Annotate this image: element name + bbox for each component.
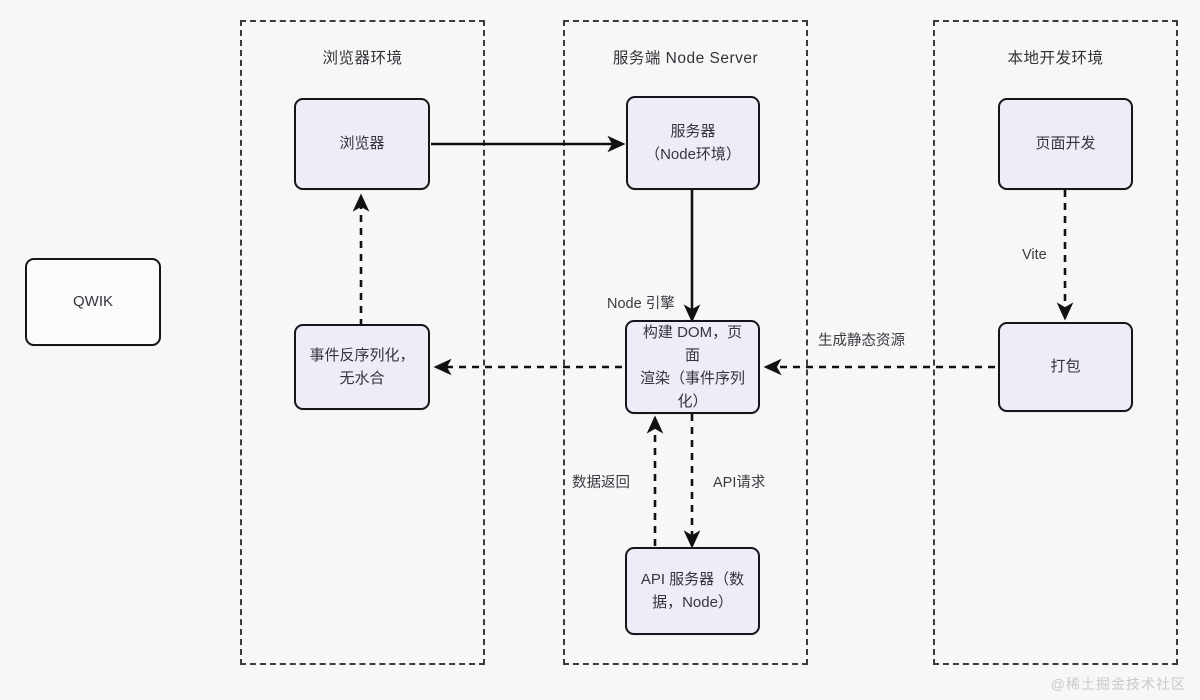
node-dom-line1: 构建 DOM，页面 <box>642 323 743 364</box>
node-server-label: 服务器 （Node环境） <box>637 120 749 167</box>
watermark: @稀土掘金技术社区 <box>1050 676 1186 692</box>
edge-label-data-return: 数据返回 <box>572 475 630 491</box>
node-qwik-label: QWIK <box>73 293 113 311</box>
node-server[interactable]: 服务器 （Node环境） <box>626 96 760 190</box>
node-browser-label: 浏览器 <box>339 135 385 153</box>
zone-server-title: 服务端 Node Server <box>612 50 759 67</box>
node-dom-line2: 渲染（事件序列 <box>639 370 745 387</box>
zone-server-environment: 服务端 Node Server <box>563 20 808 665</box>
zone-local-dev-environment: 本地开发环境 <box>933 20 1178 665</box>
zone-browser-title: 浏览器环境 <box>322 50 403 67</box>
node-event-deserialization-label: 事件反序列化， 无水合 <box>305 344 419 391</box>
node-event-deserialization[interactable]: 事件反序列化， 无水合 <box>294 324 430 410</box>
edge-label-vite: Vite <box>1022 247 1047 263</box>
zone-local-title: 本地开发环境 <box>1007 50 1104 67</box>
node-deserialize-line1: 事件反序列化， <box>309 346 415 364</box>
node-bundle-label: 打包 <box>1050 358 1081 376</box>
node-api-server-label: API 服务器（数 据，Node） <box>636 568 749 615</box>
node-api-line2: 据，Node） <box>652 594 733 611</box>
zone-browser-environment: 浏览器环境 <box>240 20 485 665</box>
node-deserialize-line2: 无水合 <box>339 370 385 387</box>
node-qwik[interactable]: QWIK <box>25 258 161 346</box>
edge-label-api-request: API请求 <box>713 475 766 491</box>
node-server-line1: 服务器 <box>670 122 716 140</box>
node-browser[interactable]: 浏览器 <box>294 98 430 190</box>
node-api-line1: API 服务器（数 <box>640 570 745 588</box>
node-server-line2: （Node环境） <box>645 146 741 163</box>
edge-label-node-engine: Node 引擎 <box>607 296 675 312</box>
edge-label-static-assets: 生成静态资源 <box>818 333 905 349</box>
node-page-development[interactable]: 页面开发 <box>998 98 1133 190</box>
node-build-dom-render[interactable]: 构建 DOM，页面 渲染（事件序列 化） <box>625 320 760 414</box>
node-bundle[interactable]: 打包 <box>998 322 1133 412</box>
node-dom-line3: 化） <box>677 393 708 411</box>
node-page-development-label: 页面开发 <box>1035 135 1096 153</box>
node-build-dom-label: 构建 DOM，页面 渲染（事件序列 化） <box>636 321 749 414</box>
node-api-server[interactable]: API 服务器（数 据，Node） <box>625 547 760 635</box>
